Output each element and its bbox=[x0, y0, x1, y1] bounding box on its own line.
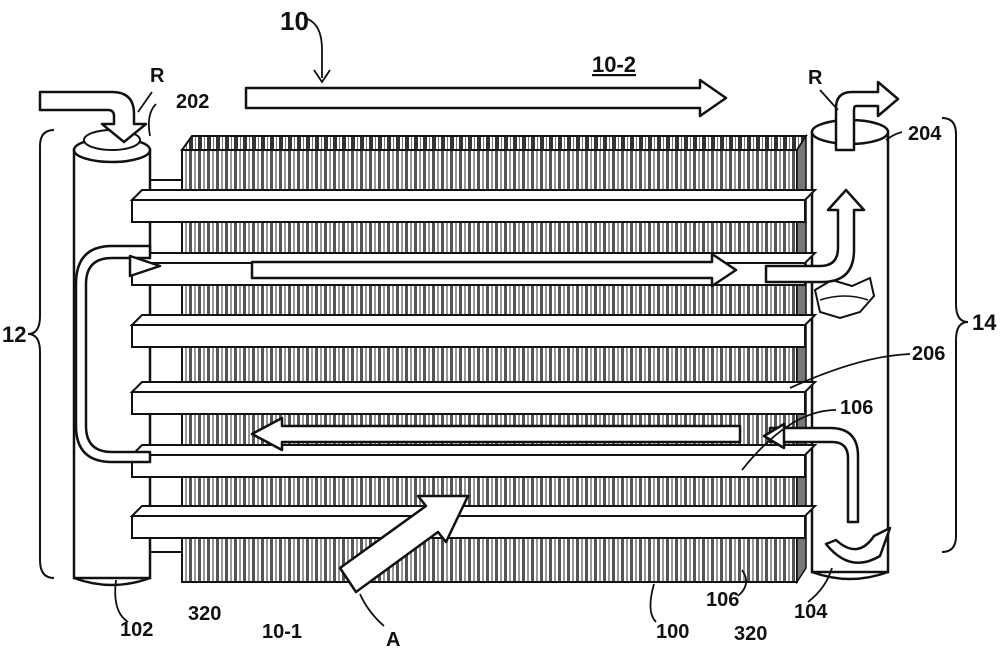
flat-tube-4 bbox=[129, 381, 818, 415]
label-a: A bbox=[386, 629, 400, 651]
leader-lines bbox=[114, 17, 911, 627]
label-r-left: R bbox=[150, 65, 165, 87]
label-204: 204 bbox=[908, 123, 942, 145]
flat-tube-6 bbox=[129, 505, 818, 539]
lower-pass-arrow bbox=[250, 416, 742, 452]
left-return-arrowhead bbox=[128, 254, 162, 278]
reference-labels: 10 10-2 R R 202 204 12 14 206 106 106 10… bbox=[2, 6, 997, 651]
upper-pass-arrow bbox=[250, 252, 738, 288]
label-10-2: 10-2 bbox=[592, 52, 636, 77]
flat-tube-1 bbox=[129, 189, 818, 223]
right-upturn-arrow bbox=[764, 188, 866, 284]
label-320-right: 320 bbox=[734, 623, 767, 645]
label-14: 14 bbox=[972, 310, 997, 335]
label-106-upper: 106 bbox=[840, 397, 873, 419]
inlet-arrow bbox=[38, 90, 148, 144]
air-direction-arrow-top bbox=[244, 78, 728, 118]
left-return-arrow bbox=[74, 244, 152, 464]
bottom-swirl-arrow bbox=[824, 526, 892, 564]
label-206: 206 bbox=[912, 343, 945, 365]
label-10: 10 bbox=[280, 6, 309, 36]
label-320-left: 320 bbox=[188, 603, 221, 625]
label-12: 12 bbox=[2, 322, 26, 347]
label-104: 104 bbox=[794, 601, 828, 623]
label-10-1: 10-1 bbox=[262, 621, 302, 643]
label-202: 202 bbox=[176, 91, 209, 113]
header-baffle-cutaway bbox=[813, 276, 876, 320]
fin-top-face bbox=[180, 135, 808, 151]
label-102: 102 bbox=[120, 619, 153, 641]
label-106-lower: 106 bbox=[706, 589, 739, 611]
brace-12 bbox=[27, 129, 55, 579]
brace-marks bbox=[27, 117, 969, 579]
label-r-right: R bbox=[808, 67, 823, 89]
label-100: 100 bbox=[656, 621, 689, 643]
flow-arrows bbox=[38, 78, 900, 594]
outlet-arrow bbox=[834, 80, 900, 152]
brace-14 bbox=[941, 117, 969, 553]
air-inflow-arrow bbox=[338, 494, 470, 594]
flat-tube-5 bbox=[129, 444, 818, 478]
fin-end-plate-left bbox=[149, 179, 183, 553]
flat-tube-3 bbox=[129, 314, 818, 348]
